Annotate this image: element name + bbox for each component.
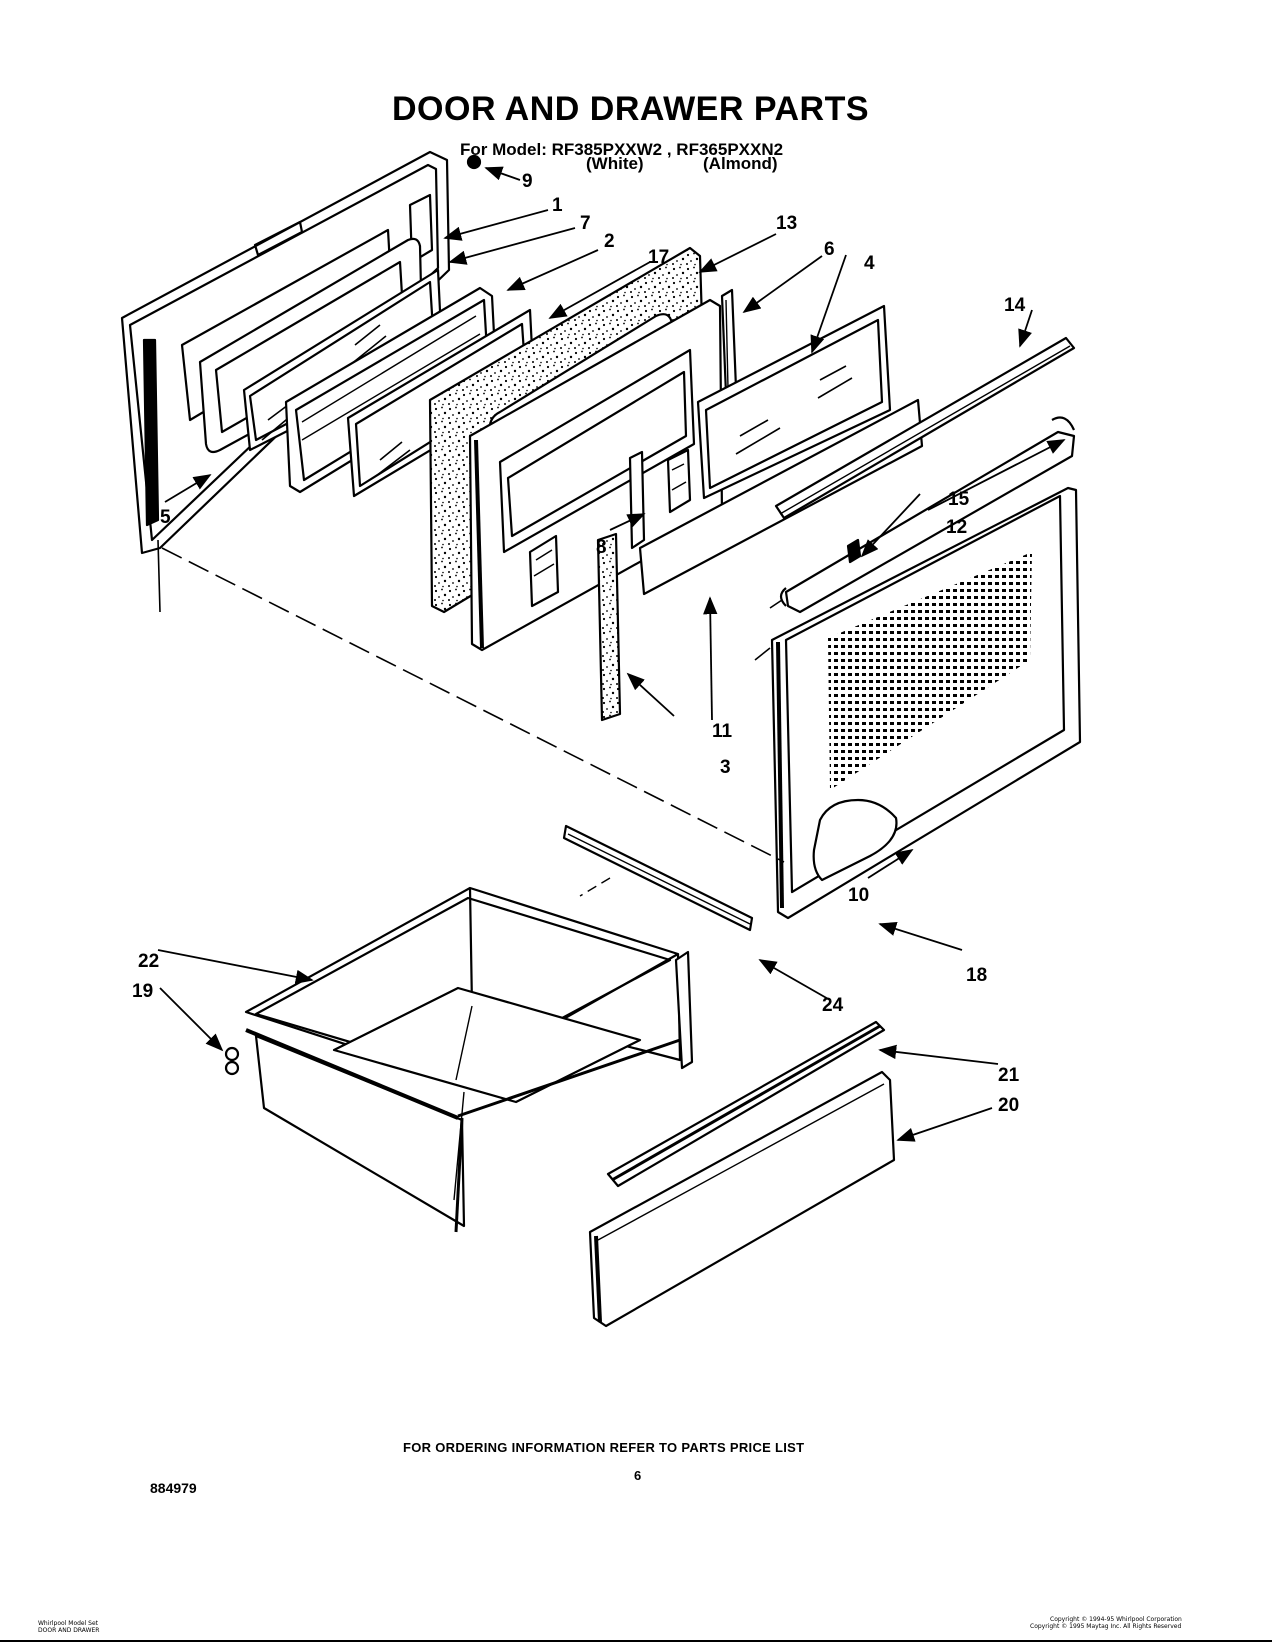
part-door-screw	[466, 154, 482, 170]
part-inner-liner	[468, 298, 724, 652]
callout-12: 12	[946, 517, 968, 538]
model-line: For Model: RF385PXXW2 , RF365PXXN2	[460, 140, 784, 159]
callout-20: 20	[998, 1095, 1020, 1116]
callout-21: 21	[998, 1065, 1020, 1086]
part-bumper	[846, 538, 862, 564]
part-gasket-strip	[596, 532, 622, 722]
footer-right-line-2: Copyright © 1995 Maytag Inc. All Rights …	[1030, 1623, 1182, 1630]
callout-14: 14	[1004, 295, 1026, 316]
callout-17: 17	[648, 247, 670, 268]
callout-10: 10	[848, 885, 870, 906]
callout-4: 4	[864, 253, 875, 274]
page-number: 6	[634, 1468, 642, 1483]
page-title: DOOR AND DRAWER PARTS	[392, 90, 870, 128]
part-seal-strip	[638, 398, 924, 596]
callout-22: 22	[138, 951, 160, 972]
footer-left-line-1: Whirlpool Model Set	[38, 1620, 99, 1627]
variant-almond: (Almond)	[703, 154, 778, 173]
part-door-handle	[779, 416, 1076, 614]
leader-lines	[157, 166, 1066, 1142]
alignment-line	[161, 547, 785, 863]
callout-18: 18	[966, 965, 988, 986]
callout-15: 15	[948, 489, 970, 510]
callout-8: 8	[596, 537, 607, 558]
part-screw	[224, 1046, 240, 1062]
part-door-front	[770, 486, 1082, 920]
callout-6: 6	[824, 239, 835, 260]
part-drawer-body	[244, 886, 694, 1233]
part-clip	[628, 450, 646, 550]
callout-1: 1	[552, 195, 563, 216]
bottom-rule	[0, 1640, 1272, 1642]
callout-24: 24	[822, 995, 844, 1016]
part-door-bracket	[720, 288, 738, 396]
callout-9: 9	[522, 171, 533, 192]
part-drawer-front	[588, 1070, 896, 1328]
callout-19: 19	[132, 981, 154, 1002]
part-top-trim	[774, 336, 1076, 520]
ordering-note: FOR ORDERING INFORMATION REFER TO PARTS …	[403, 1440, 805, 1455]
document-number: 884979	[150, 1480, 197, 1496]
variant-white: (White)	[586, 154, 644, 173]
callout-7: 7	[580, 213, 591, 234]
footer-right-line-1: Copyright © 1994-95 Whirlpool Corporatio…	[1050, 1616, 1182, 1623]
footer-left-line-2: DOOR AND DRAWER	[38, 1627, 100, 1634]
callout-5: 5	[160, 507, 171, 528]
callout-11: 11	[712, 721, 733, 742]
callout-3: 3	[720, 757, 731, 778]
callout-13: 13	[776, 213, 798, 234]
callout-2: 2	[604, 231, 615, 252]
